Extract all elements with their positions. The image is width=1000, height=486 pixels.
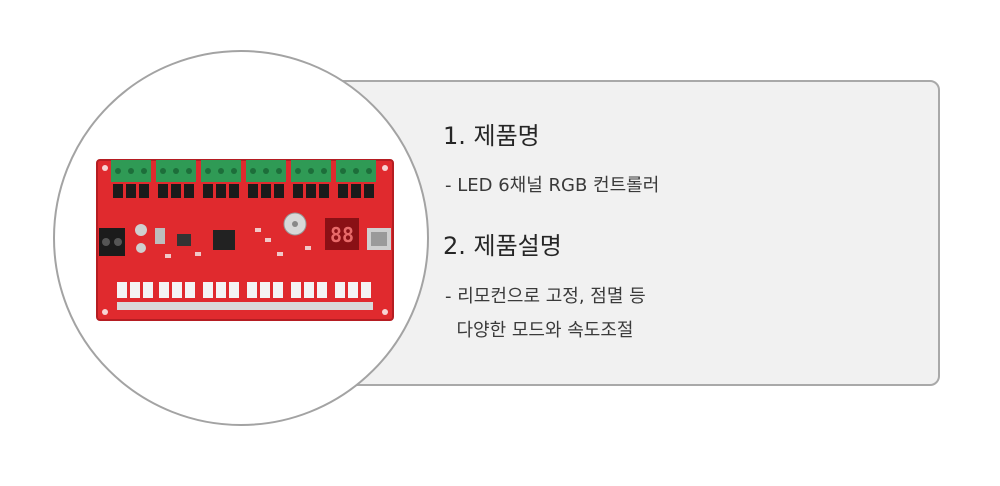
section-2-heading: 2. 제품설명 xyxy=(443,232,562,260)
section-1-heading: 1. 제품명 xyxy=(443,122,540,150)
section-1-line-1: - LED 6채널 RGB 컨트롤러 xyxy=(445,175,660,196)
svg-text:88: 88 xyxy=(330,223,354,247)
section-2-line-1: - 리모컨으로 고정, 점멸 등 xyxy=(445,286,646,307)
controller-board-image: 88 xyxy=(96,159,394,321)
section-2-line-2: 다양한 모드와 속도조절 xyxy=(445,320,634,341)
product-photo: 88 xyxy=(53,50,429,426)
